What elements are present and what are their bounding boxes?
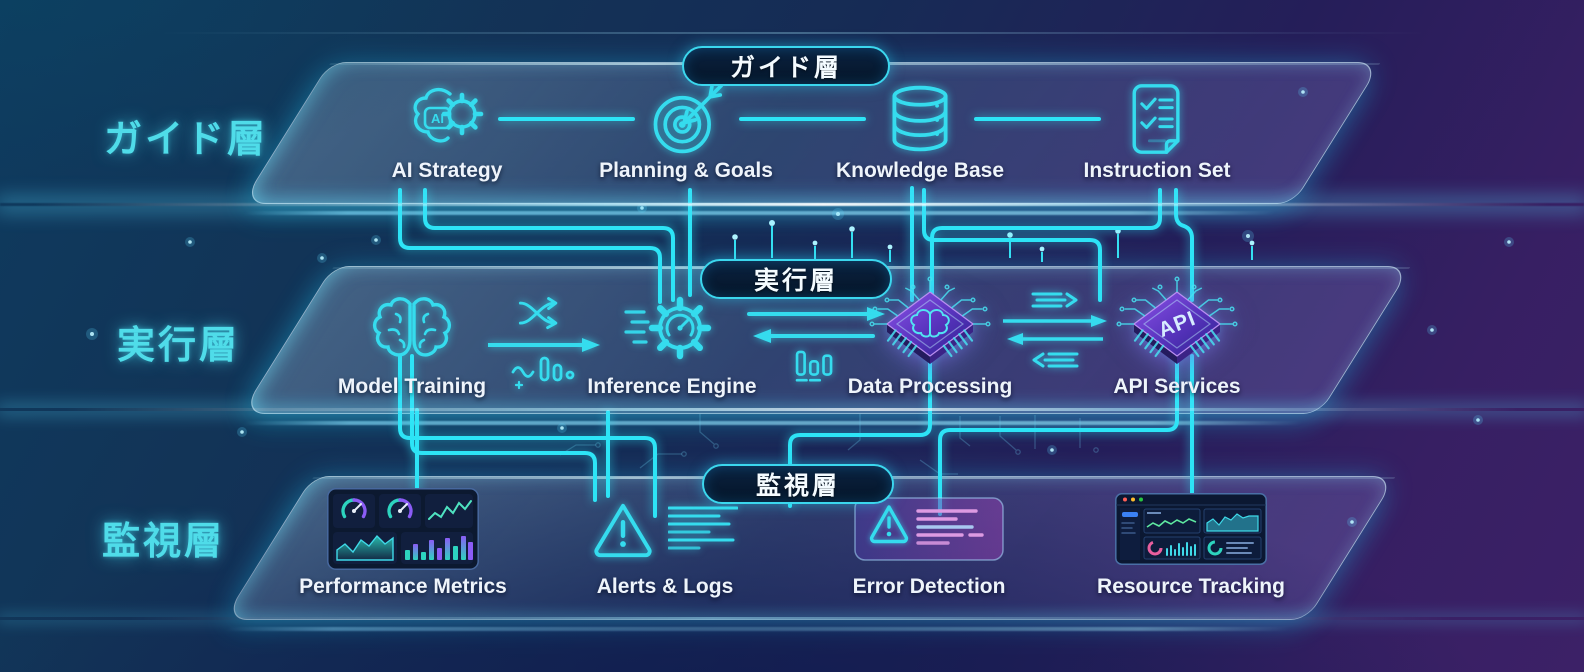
shuffle-arrows-icon [518, 297, 558, 330]
side-label-monitoring: 監視層 [102, 521, 226, 563]
item-label: Inference Engine [587, 375, 757, 398]
metrics-dashboard-icon [327, 486, 479, 572]
flow-arrow-left-icon [753, 329, 875, 343]
flow-training-to-inference [484, 294, 604, 390]
item-label: Instruction Set [1083, 159, 1231, 182]
mini-bar-chart-icon [795, 350, 833, 382]
side-label-execution: 実行層 [117, 325, 241, 367]
item-label: AI Strategy [391, 159, 503, 182]
item-label: Performance Metrics [299, 575, 507, 598]
item-planning-goals: Planning & Goals [556, 82, 816, 183]
badge-guide-layer: ガイド層 [682, 46, 890, 86]
database-icon [882, 82, 958, 156]
flow-arrow-right-icon [488, 338, 600, 352]
alert-logs-icon [592, 486, 738, 572]
checklist-document-icon [1125, 82, 1189, 156]
chip-api-icon: API [1102, 276, 1252, 372]
item-label: Planning & Goals [599, 159, 773, 182]
flow-arrow-right-icon [747, 307, 885, 321]
side-label-guide: ガイド層 [104, 119, 269, 161]
badge-monitoring-layer: 監視層 [702, 464, 894, 504]
item-instruction-set: Instruction Set [1027, 82, 1287, 183]
target-dart-icon [643, 82, 729, 156]
ai-brain-gear-icon: AI [404, 82, 490, 156]
resource-window-icon [1115, 486, 1267, 572]
item-inference-engine: Inference Engine [542, 284, 802, 399]
item-label: Error Detection [852, 575, 1006, 598]
flow-arrow-left-icon [1007, 333, 1103, 345]
item-ai-strategy: AI AI Strategy [317, 82, 577, 183]
item-label: Alerts & Logs [596, 575, 734, 598]
item-label: Resource Tracking [1097, 575, 1285, 598]
signal-data-icon [511, 356, 575, 390]
item-alerts-logs: Alerts & Logs [535, 486, 795, 599]
item-label: Knowledge Base [835, 159, 1005, 182]
flow-inference-to-data [745, 306, 885, 384]
badge-execution-layer: 実行層 [700, 259, 892, 299]
flow-data-to-api [1003, 290, 1107, 370]
brain-icon [370, 284, 454, 372]
item-knowledge-base: Knowledge Base [790, 82, 1050, 183]
triple-line-arrow-left-icon [1032, 352, 1079, 368]
warning-triangle-icon [594, 503, 652, 558]
flow-arrow-right-icon [1003, 315, 1107, 327]
triple-line-arrow-right-icon [1031, 292, 1078, 308]
gear-gauge-icon [624, 284, 720, 372]
log-lines-icon [668, 506, 738, 550]
light-streak-top [0, 32, 1584, 34]
item-label: Model Training [337, 375, 487, 398]
item-performance-metrics: Performance Metrics [273, 486, 533, 599]
ai-chip-text: AI [431, 111, 444, 126]
item-resource-tracking: Resource Tracking [1061, 486, 1321, 599]
